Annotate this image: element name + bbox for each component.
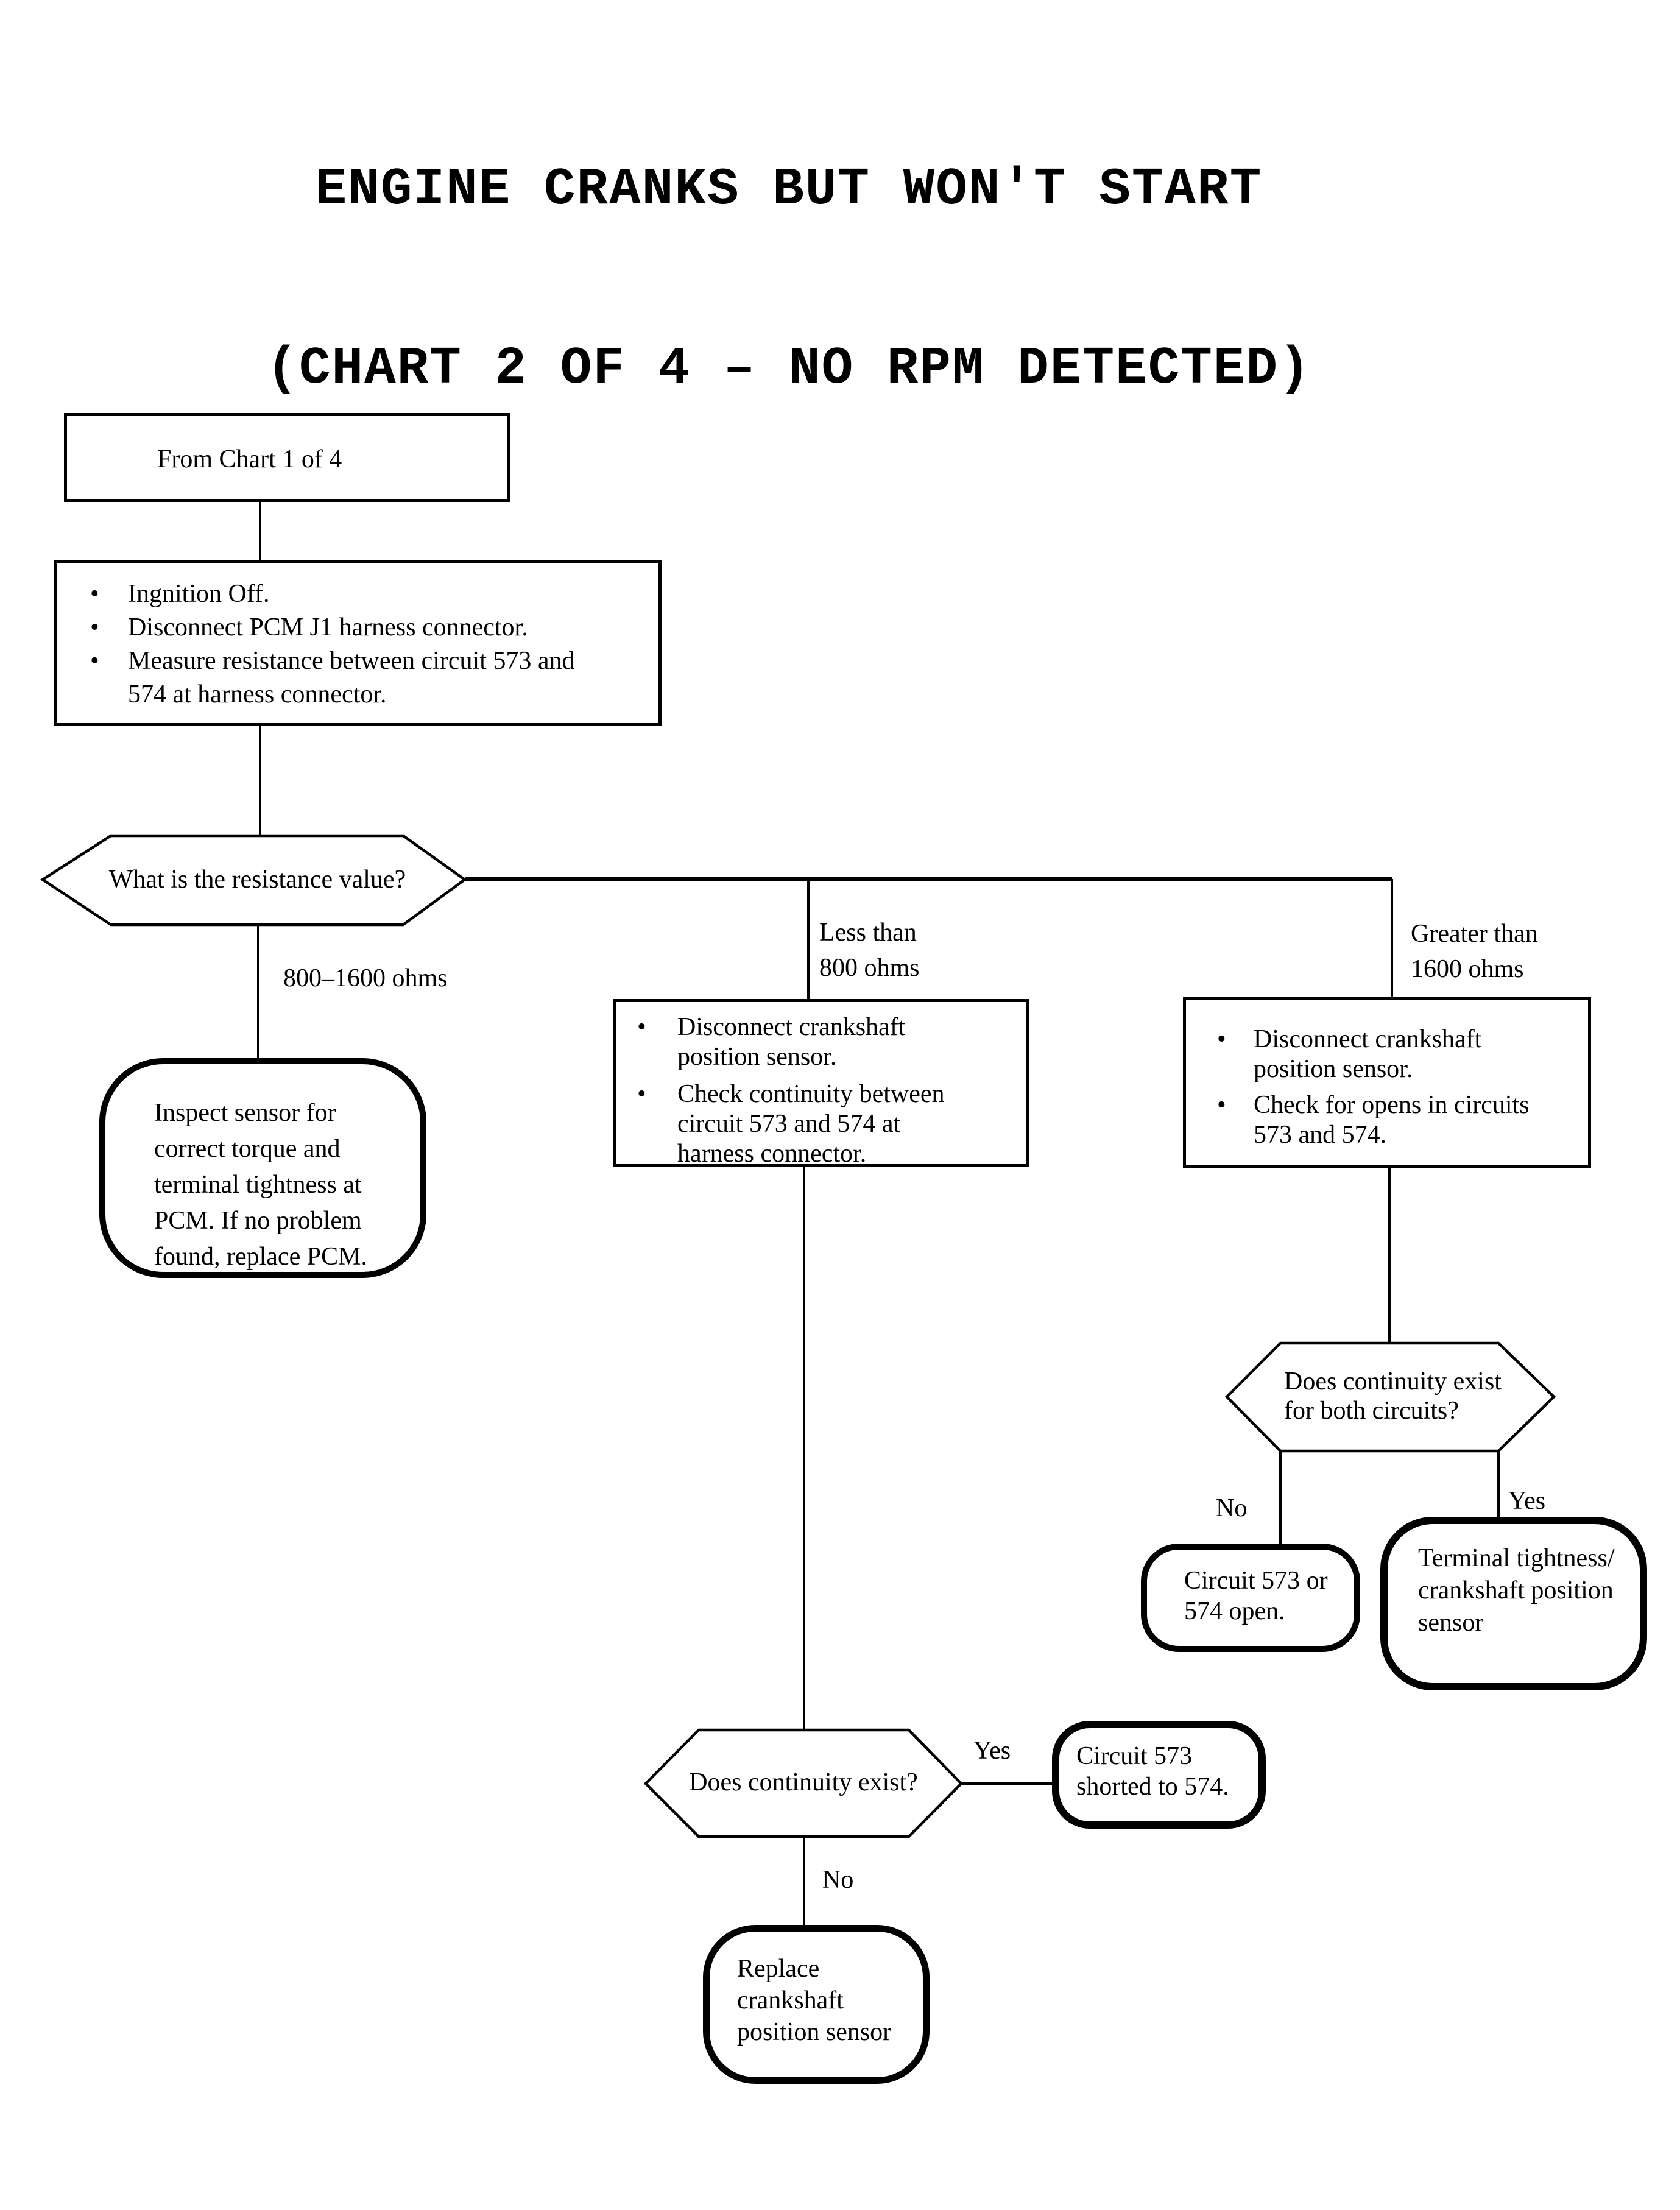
decision-hexagon-continuity (643, 1728, 964, 1838)
bullet-item: • Check continuity between circuit 573 a… (637, 1079, 1015, 1169)
bullet-icon: • (637, 1013, 646, 1041)
circuit-shorted-terminal (1052, 1721, 1266, 1829)
check-opens-list: • Disconnect crankshaft position sensor.… (1217, 1025, 1583, 1150)
bullet-text: Check continuity between circuit 573 and… (677, 1080, 945, 1168)
check-opens-box (1183, 997, 1591, 1168)
bullet-item: • Disconnect crankshaft position sensor. (637, 1012, 1015, 1072)
page-title-line1: ENGINE CRANKS BUT WON'T START (315, 160, 1263, 219)
decision-hexagon-resistance (40, 834, 467, 927)
terminal-tightness-label: Terminal tightness/ crankshaft position … (1418, 1544, 1615, 1637)
connector-lines (257, 502, 1500, 1927)
bullet-item: • Disconnect PCM J1 harness connector. (90, 611, 651, 644)
replace-sensor-label: Replace crankshaft position sensor (737, 1955, 892, 2046)
instructions-box (54, 560, 662, 726)
page-title: ENGINE CRANKS BUT WON'T START (CHART 2 O… (0, 40, 1578, 518)
instructions-list: • Ingnition Off. • Disconnect PCM J1 har… (90, 577, 651, 711)
branch-label-800-1600-ohms: 800–1600 ohms (283, 964, 448, 992)
no-branch-label: No (822, 1866, 854, 1894)
bullet-text: Ingnition Off. (128, 580, 270, 608)
bullet-icon: • (90, 613, 99, 641)
bullet-icon: • (1217, 1025, 1226, 1053)
start-box (64, 413, 510, 502)
bullet-icon: • (1217, 1091, 1226, 1119)
check-continuity-list: • Disconnect crankshaft position sensor.… (637, 1012, 1015, 1169)
start-box-label: From Chart 1 of 4 (157, 445, 342, 473)
replace-sensor-terminal (703, 1925, 930, 2084)
bullet-icon: • (637, 1080, 646, 1108)
bullet-icon: • (90, 647, 99, 675)
bullet-item: • Disconnect crankshaft position sensor. (1217, 1025, 1583, 1084)
terminal-tightness-terminal (1380, 1517, 1647, 1690)
bullet-text: Check for opens in circuits 573 and 574. (1254, 1091, 1530, 1149)
bullet-text: Disconnect PCM J1 harness connector. (128, 613, 528, 641)
yes-branch-label: Yes (1508, 1487, 1546, 1515)
bullet-item: • Check for opens in circuits 573 and 57… (1217, 1090, 1583, 1150)
bullet-item: • Measure resistance between circuit 573… (90, 644, 651, 711)
inspect-pcm-label: Inspect sensor for correct torque and te… (154, 1099, 367, 1271)
resistance-decision-label: What is the resistance value? (108, 866, 406, 894)
circuit-open-terminal (1141, 1544, 1360, 1652)
inspect-pcm-terminal (99, 1058, 426, 1278)
bullet-text: Disconnect crankshaft position sensor. (677, 1013, 906, 1071)
check-continuity-box (613, 999, 1029, 1167)
bullet-item: • Ingnition Off. (90, 577, 651, 611)
branch-label-less-than-800: Less than 800 ohms (819, 919, 920, 982)
yes-branch-label: Yes (973, 1737, 1011, 1765)
page-title-line2: (CHART 2 OF 4 – NO RPM DETECTED) (266, 339, 1311, 398)
branch-label-greater-than-1600: Greater than 1600 ohms (1411, 920, 1538, 983)
no-branch-label: No (1216, 1494, 1248, 1522)
bullet-icon: • (90, 580, 99, 608)
continuity-both-decision-label: Does continuity exist for both circuits? (1284, 1368, 1502, 1425)
continuity-decision-label: Does continuity exist? (689, 1768, 918, 1796)
bullet-text: Measure resistance between circuit 573 a… (128, 647, 575, 708)
circuit-shorted-label: Circuit 573 shorted to 574. (1076, 1742, 1229, 1801)
bullet-text: Disconnect crankshaft position sensor. (1254, 1025, 1482, 1083)
decision-hexagon-continuity-both (1224, 1341, 1556, 1453)
circuit-open-label: Circuit 573 or 574 open. (1184, 1567, 1328, 1625)
